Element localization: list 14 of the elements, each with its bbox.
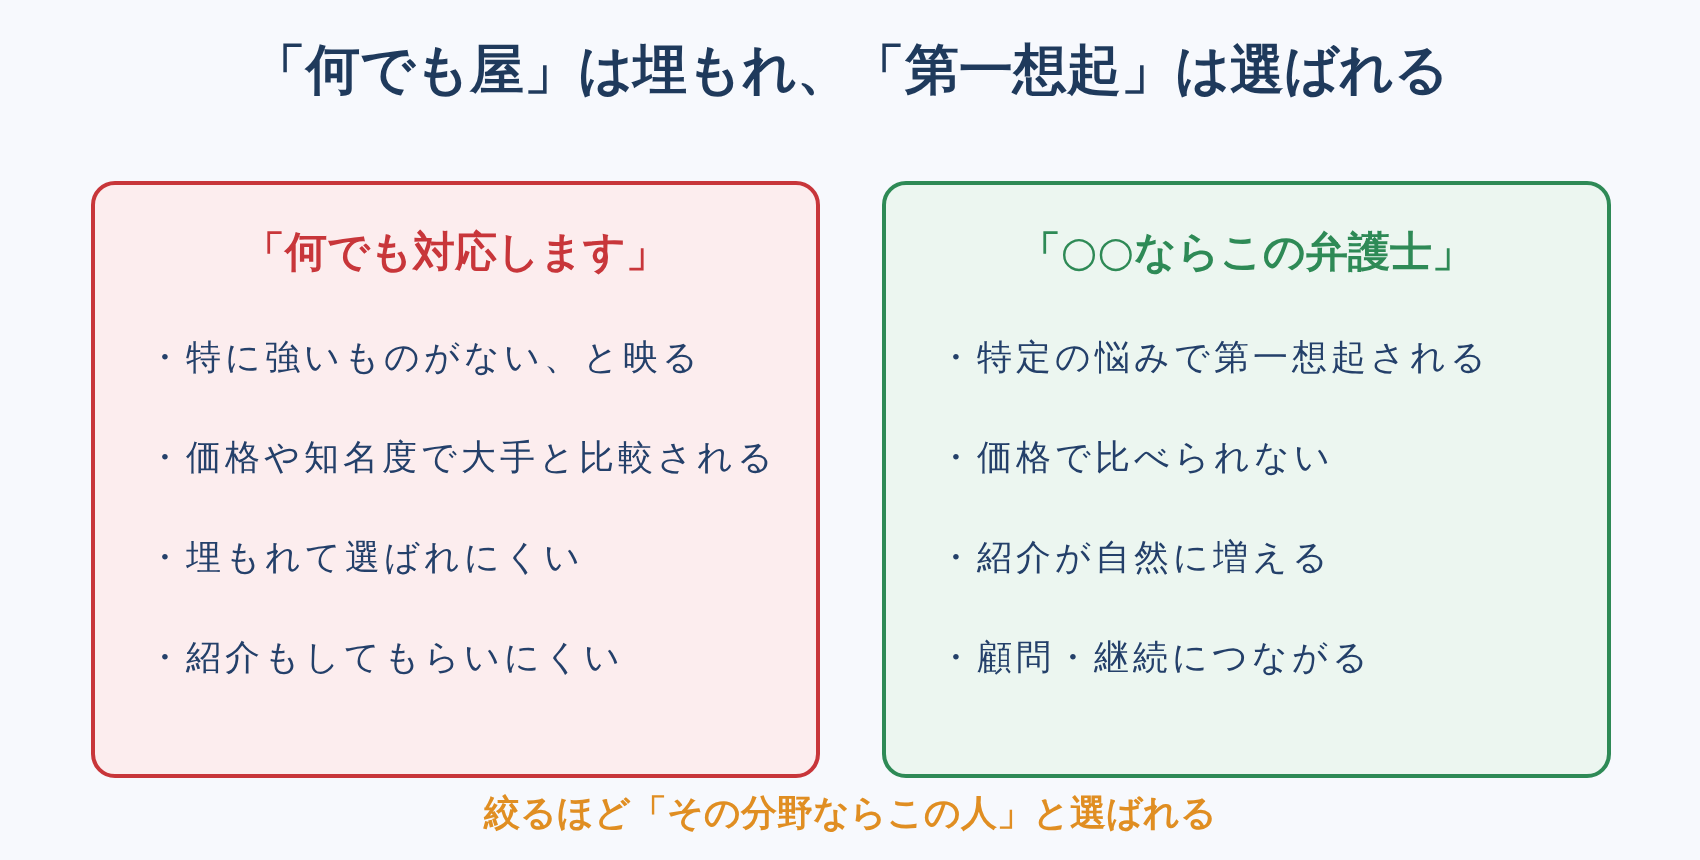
bullet-text: ・価格や知名度で大手と比較される: [147, 436, 777, 479]
bullet-text: ・埋もれて選ばれにくい: [147, 536, 585, 579]
caption-text: 絞るほど「その分野ならこの人」と選ばれる: [483, 791, 1217, 835]
bullet-text: ・顧問・継続につながる: [938, 636, 1373, 679]
title: 「何でも屋」は埋もれ、「第一想起」は選ばれる: [251, 37, 1449, 103]
bullet-text: ・価格で比べられない: [938, 436, 1335, 479]
bullet-text: ・特定の悩みで第一想起される: [938, 336, 1490, 379]
rounded-panel: [91, 181, 820, 778]
bullet-text: ・紹介が自然に増える: [938, 536, 1333, 579]
panel-heading: 「○○ならこの弁護士」: [1018, 226, 1475, 278]
rounded-panel: [882, 181, 1611, 778]
bullet-text: ・紹介もしてもらいにくい: [147, 636, 625, 679]
bullet-text: ・特に強いものがない、と映る: [147, 336, 703, 379]
panel-heading: 「何でも対応します」: [243, 226, 668, 278]
